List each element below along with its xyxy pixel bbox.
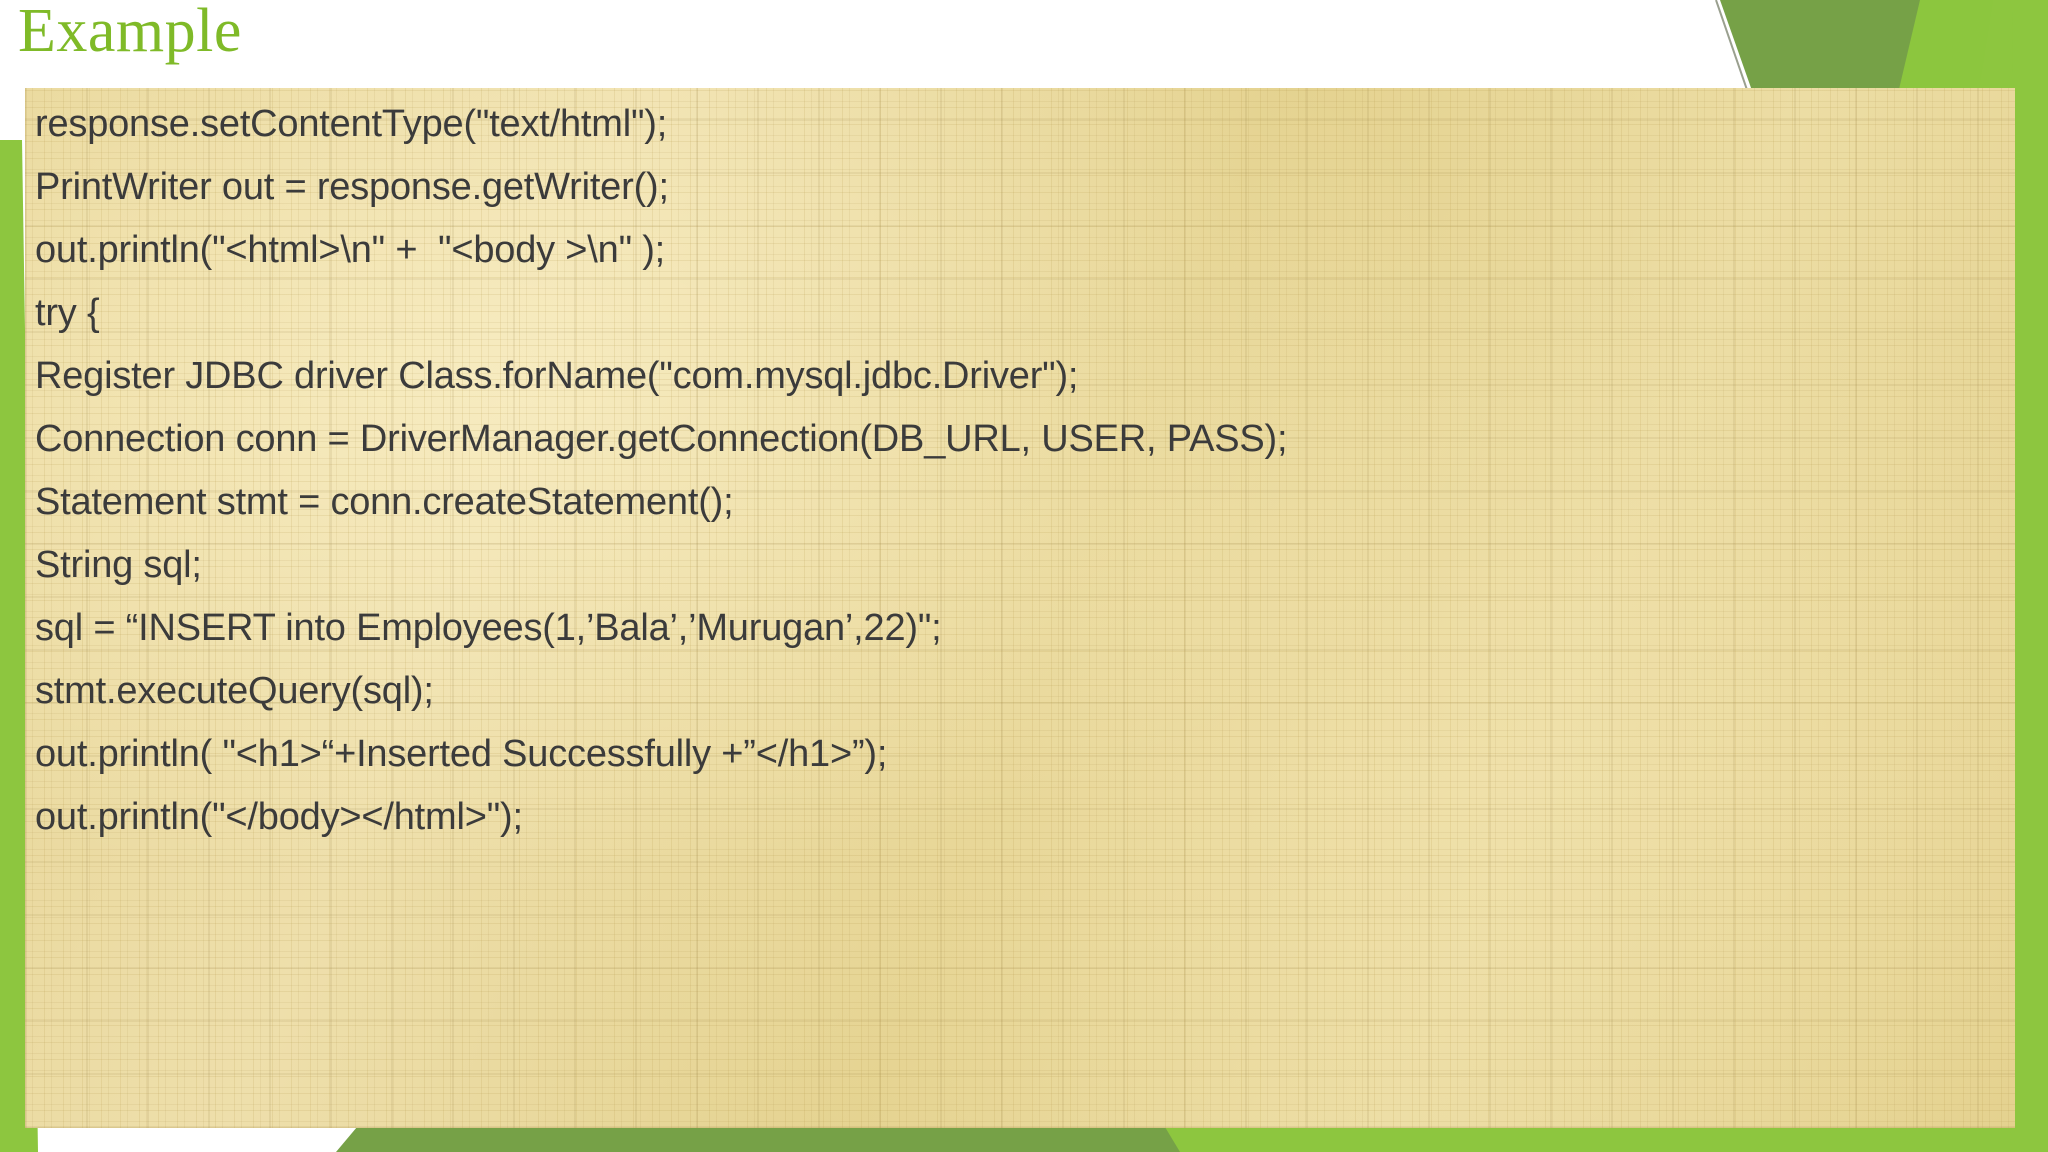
content-body-box: response.setContentType("text/html"); Pr… bbox=[25, 88, 2015, 1128]
page-title: Example bbox=[18, 0, 242, 65]
code-line: Register JDBC driver Class.forName("com.… bbox=[35, 355, 1079, 397]
code-line: out.println("</body></html>"); bbox=[35, 796, 523, 838]
code-line: Statement stmt = conn.createStatement(); bbox=[35, 481, 734, 523]
code-line: response.setContentType("text/html"); bbox=[35, 103, 668, 145]
code-line: Connection conn = DriverManager.getConne… bbox=[35, 418, 1288, 460]
code-line: PrintWriter out = response.getWriter(); bbox=[35, 166, 669, 208]
code-line: out.println( "<h1>“+Inserted Successfull… bbox=[35, 733, 888, 775]
code-line-list: response.setContentType("text/html"); Pr… bbox=[35, 93, 2005, 849]
code-line: String sql; bbox=[35, 544, 202, 586]
code-line: out.println("<html>\n" + "<body >\n" ); bbox=[35, 229, 666, 271]
code-line: stmt.executeQuery(sql); bbox=[35, 670, 434, 712]
code-line: sql = “INSERT into Employees(1,’Bala’,’M… bbox=[35, 607, 942, 649]
code-line: try { bbox=[35, 292, 100, 334]
